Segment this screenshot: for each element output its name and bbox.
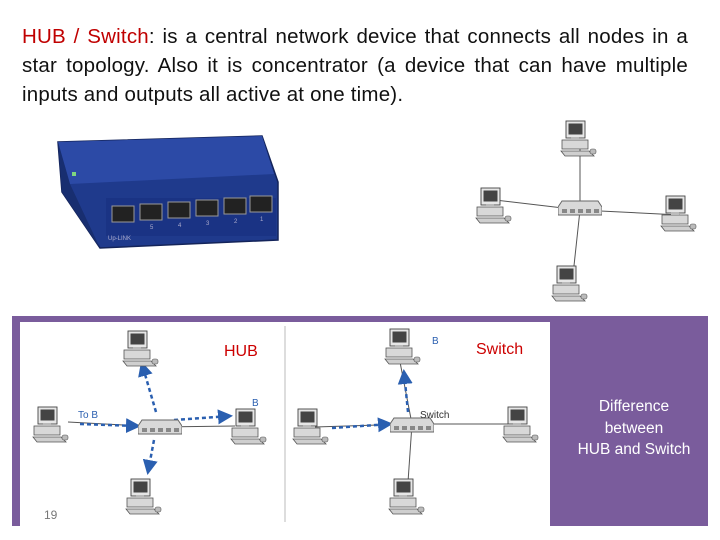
intro-paragraph: HUB / Switch: is a central network devic…	[22, 22, 688, 109]
hub-label: HUB	[224, 343, 258, 360]
hub-dest-label: B	[252, 398, 259, 409]
intro-text: : is a central network device that conne…	[22, 25, 688, 106]
hub-arrow-label: To B	[78, 410, 98, 421]
hub-icon	[138, 419, 182, 435]
computer-icon	[125, 478, 162, 515]
computer-icon	[388, 478, 425, 515]
computer-icon	[122, 330, 159, 367]
comparison-caption: Difference between HUB and Switch	[558, 396, 710, 461]
computer-icon	[551, 265, 588, 302]
switch-device-label: Switch	[420, 410, 449, 421]
caption-line-2: between	[604, 419, 664, 437]
computer-icon	[475, 187, 512, 224]
port-number: 1	[260, 217, 264, 223]
computer-icon	[32, 406, 69, 443]
device-brand: Up-LINK	[108, 236, 131, 242]
port-number: 3	[206, 221, 210, 227]
hub-switch-comparison-figure: To B B B Switch	[20, 322, 550, 526]
hub-device-photo: Up-LINK 5 4 3 2 1	[57, 135, 279, 249]
computer-icon	[502, 406, 539, 443]
page-number: 19	[44, 508, 58, 522]
port-number: 5	[150, 225, 154, 231]
ethernet-ports	[111, 195, 273, 223]
intro-term: HUB / Switch	[22, 25, 149, 48]
switch-label: Switch	[476, 341, 524, 358]
caption-line-1: Difference	[598, 398, 670, 415]
computer-icon	[560, 120, 597, 157]
switch-dest-label: B	[432, 336, 439, 347]
star-topology-diagram	[475, 120, 697, 302]
computer-icon	[230, 408, 267, 445]
port-number: 2	[234, 219, 238, 225]
computer-icon	[660, 195, 697, 232]
computer-icon	[384, 328, 421, 365]
hub-icon	[558, 200, 602, 216]
port-number: 4	[178, 223, 182, 229]
caption-line-3: HUB and Switch	[577, 441, 691, 458]
